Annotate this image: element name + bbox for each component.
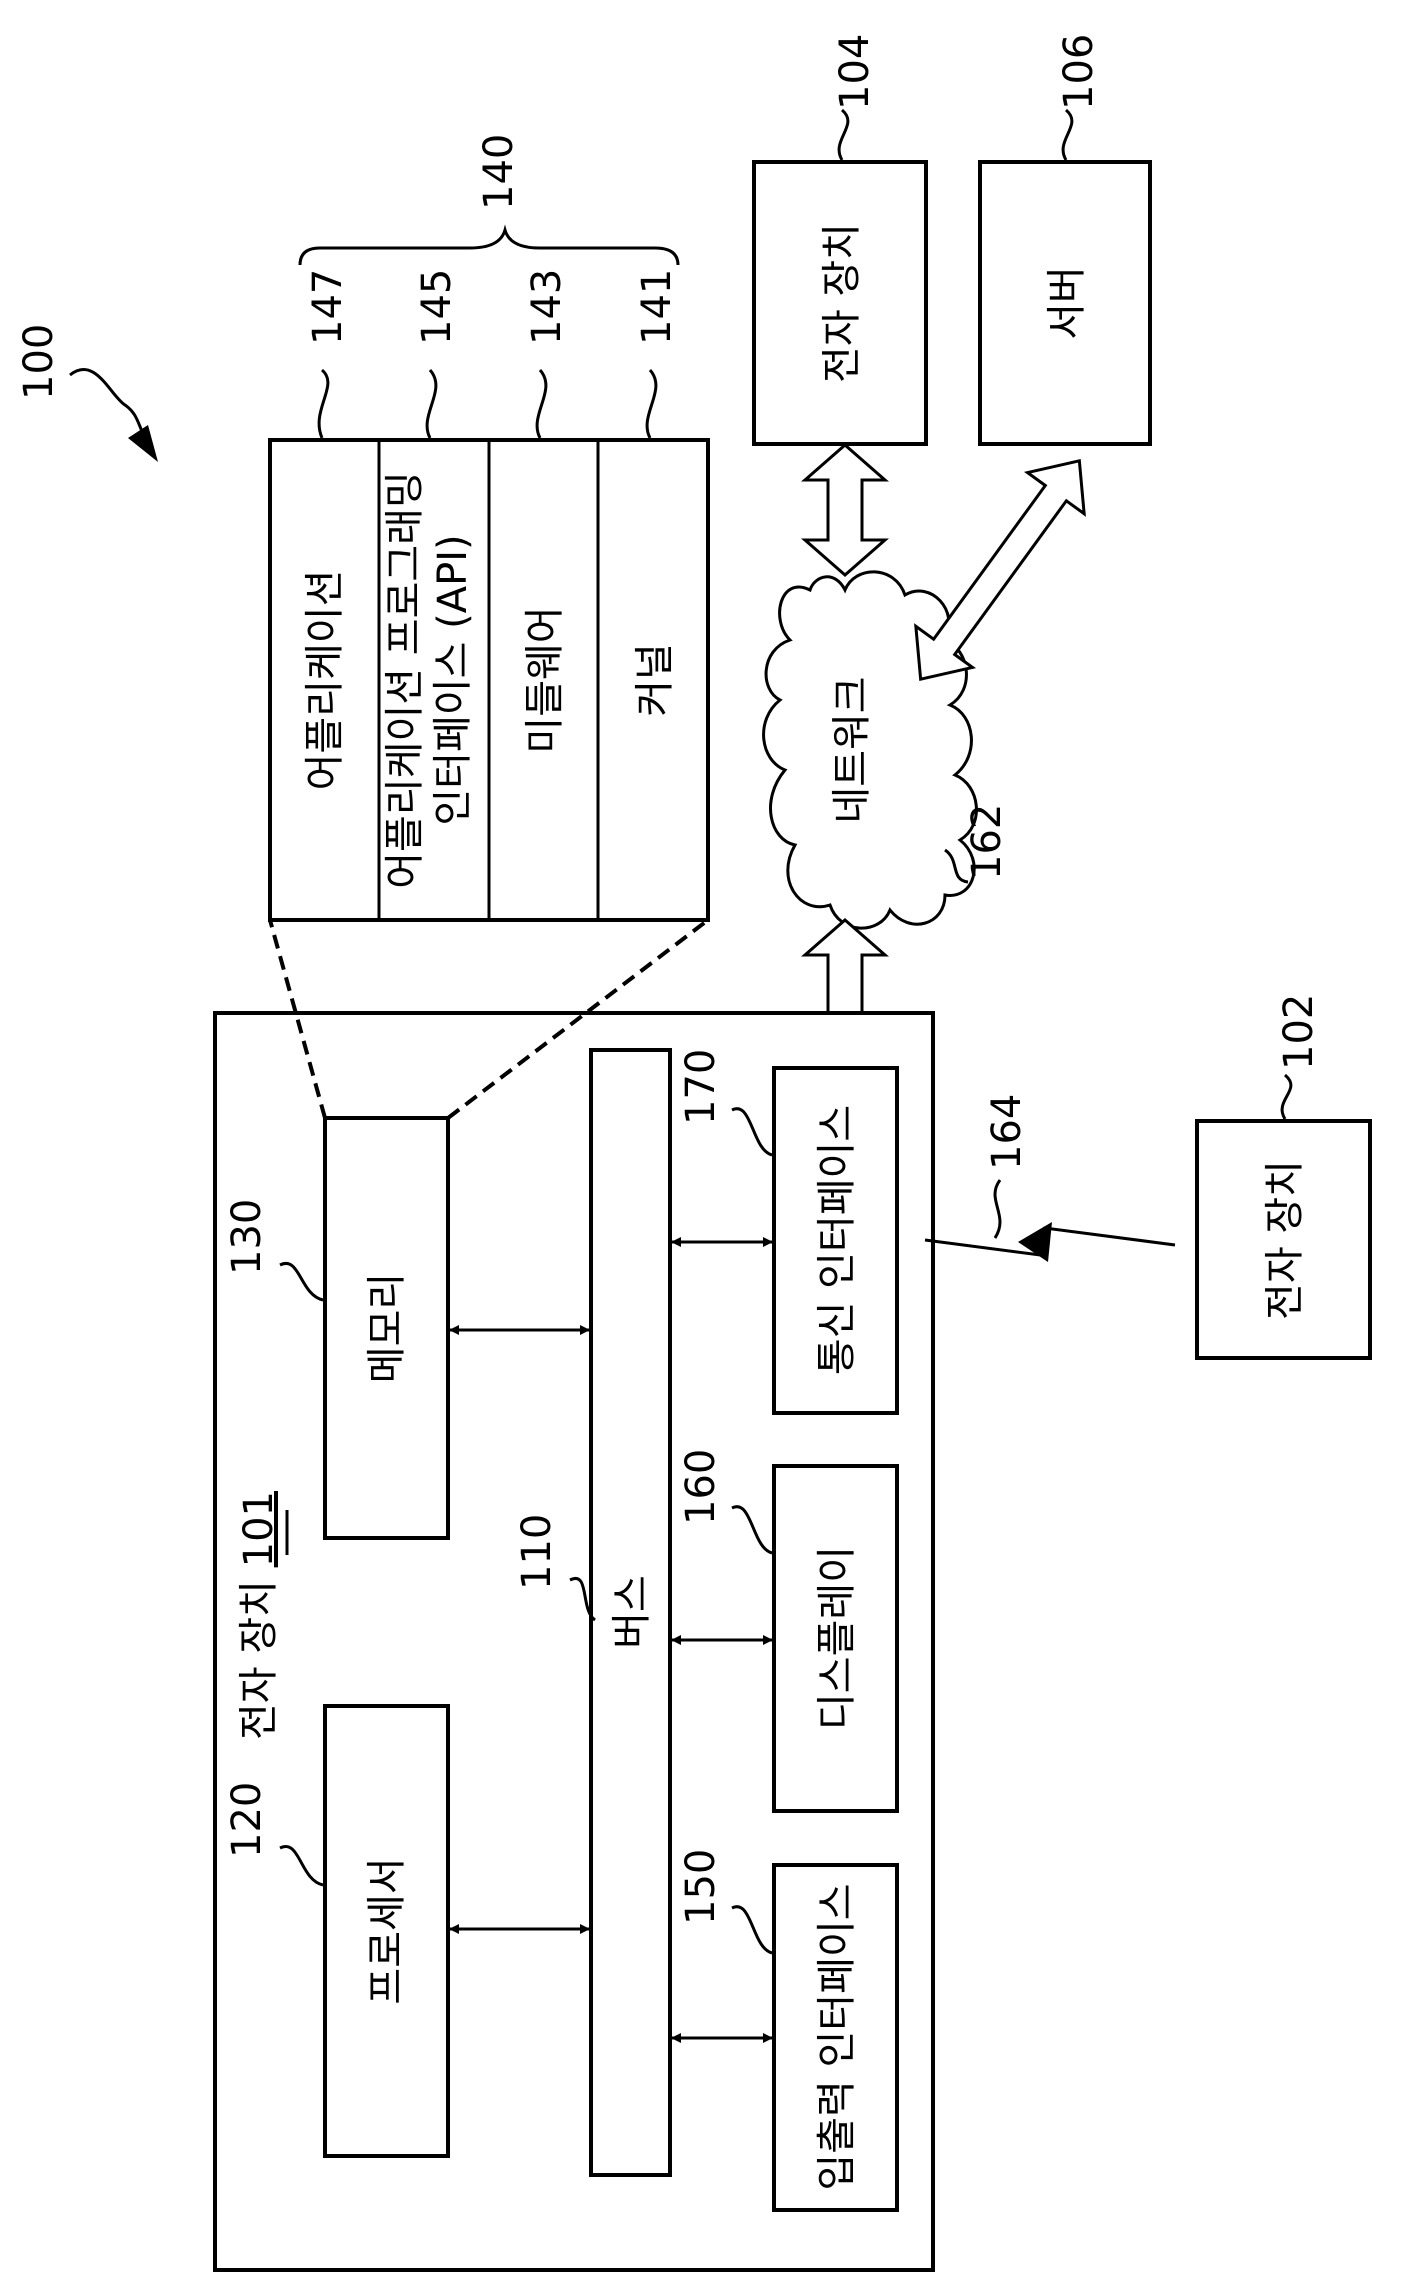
memory-label: 메모리 — [364, 1273, 410, 1383]
ref-164-label: 164 — [984, 1094, 1030, 1170]
ref-106-label: 106 — [1056, 34, 1102, 110]
group-140-brace — [300, 230, 678, 265]
ref-147-label: 147 — [305, 269, 351, 345]
ref-104-label: 104 — [832, 34, 878, 110]
ref-143-leader — [537, 370, 546, 438]
display-label: 디스플레이 — [814, 1546, 860, 1730]
ref-102-leader — [1282, 1075, 1291, 1119]
api-layer-label-line2: 인터페이스 (API) — [430, 534, 476, 825]
api-layer-label-line1: 어플리케이션 프로그래밍 — [382, 471, 428, 889]
device-102-label: 전자 장치 — [1262, 1160, 1308, 1320]
ref-145-label: 145 — [414, 269, 460, 345]
ref-120-label: 120 — [224, 1782, 270, 1858]
ref-141-leader — [647, 370, 656, 438]
ref-145-leader — [427, 370, 436, 438]
server-106: 서버 106 — [980, 34, 1150, 444]
link-164: 164 — [925, 1094, 1175, 1262]
arrow-network-device104 — [805, 445, 885, 575]
device-102: 전자 장치 102 — [1197, 994, 1370, 1358]
ref-100-label: 100 — [16, 324, 62, 400]
kernel-layer-label: 커널 — [632, 643, 678, 717]
ref-147-leader — [319, 370, 328, 438]
io-interface-label: 입출력 인터페이스 — [814, 1883, 860, 2190]
middleware-layer-label: 미들웨어 — [522, 606, 568, 753]
ref-164-leader — [995, 1180, 1000, 1238]
ref-143-label: 143 — [524, 269, 570, 345]
device-104: 전자 장치 104 — [754, 34, 926, 444]
wireless-link-bolt — [1018, 1222, 1052, 1262]
ref-102-label: 102 — [1276, 994, 1322, 1070]
ref-140-label: 140 — [476, 134, 522, 210]
ref-100-arrowhead — [128, 425, 158, 462]
ref-150-label: 150 — [678, 1849, 724, 1925]
ref-160-label: 160 — [678, 1449, 724, 1525]
ref-141-label: 141 — [634, 269, 680, 345]
ref-104-leader — [839, 110, 848, 160]
arrow-network-server106 — [892, 440, 1107, 700]
application-layer-label: 어플리케이션 — [302, 570, 348, 791]
ref-162-label: 162 — [964, 804, 1010, 880]
ref-101-label: 101 — [236, 1491, 282, 1567]
group-140: 140 — [300, 134, 678, 265]
comm-interface-label: 통신 인터페이스 — [814, 1105, 860, 1375]
ref-106-leader — [1063, 110, 1072, 160]
bus-label: 버스 — [609, 1575, 655, 1649]
device-104-label: 전자 장치 — [819, 223, 865, 383]
ref-130-label: 130 — [224, 1199, 270, 1275]
processor-label: 프로세서 — [364, 1857, 410, 2004]
network-label: 네트워크 — [829, 676, 875, 823]
ref-110-label: 110 — [514, 1514, 560, 1590]
device-101-label: 전자 장치 101 — [236, 1491, 282, 1740]
ref-170-label: 170 — [678, 1049, 724, 1125]
system-ref-100: 100 — [16, 324, 158, 462]
server-106-label: 서버 — [1044, 266, 1090, 340]
software-stack: 147 어플리케이션 145 어플리케이션 프로그래밍 인터페이스 (API) … — [270, 269, 708, 920]
